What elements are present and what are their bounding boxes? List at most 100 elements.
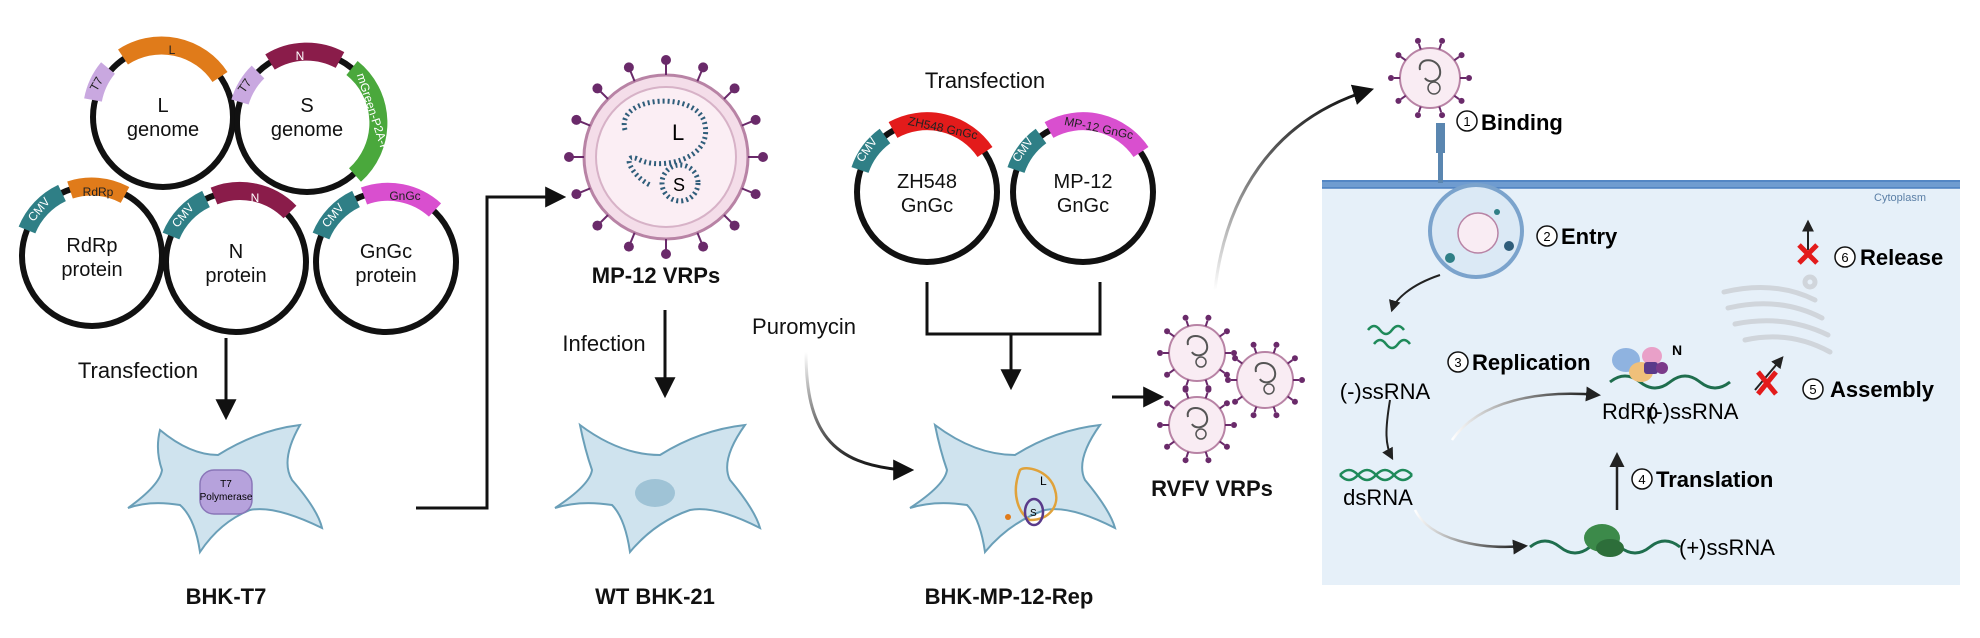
endosome — [1428, 183, 1524, 279]
plasmid-line2: genome — [127, 119, 199, 141]
t7-polymerase-label-2: Polymerase — [200, 492, 253, 503]
glycoprotein-spike-head — [1232, 355, 1239, 362]
glycoprotein-spike-stem — [1417, 106, 1422, 113]
glycoprotein-spike-head — [1250, 412, 1257, 419]
glycoprotein-spike-head — [758, 152, 768, 162]
glycoprotein-spike-head — [1439, 112, 1446, 119]
plasmid-s-genome: T7 N mGreen-P2A-Puro S genome — [231, 42, 398, 195]
glycoprotein-spike-head — [1182, 386, 1189, 393]
glycoprotein-spike-head — [1395, 52, 1402, 59]
cell-name-bhk-mp12-rep: BHK-MP-12-Rep — [925, 584, 1094, 609]
neg-ssrna-strands — [1367, 324, 1411, 350]
glycoprotein-spike-stem — [696, 69, 703, 82]
glycoprotein-spike-head — [1458, 52, 1465, 59]
glycoprotein-spike-head — [1164, 328, 1171, 335]
step-label: Release — [1860, 245, 1943, 270]
transfection-label-top: Transfection — [925, 68, 1045, 93]
infection-label: Infection — [562, 331, 645, 356]
plasmid-line1: ZH548 — [897, 171, 957, 193]
glycoprotein-spike-head — [1250, 341, 1257, 348]
cell-name-bhk-t7: BHK-T7 — [186, 584, 267, 609]
replication-complex — [1609, 347, 1731, 390]
glycoprotein-spike-head — [1205, 386, 1212, 393]
rvfv-vrps-label: RVFV VRPs — [1151, 476, 1273, 501]
plasmid-line2: protein — [205, 265, 266, 287]
glycoprotein-spike-stem — [1253, 347, 1258, 354]
step-number: 2 — [1543, 229, 1550, 244]
step-label: Replication — [1472, 350, 1591, 375]
glycoprotein-spike-head — [750, 114, 761, 125]
glycoprotein-spike-head — [1205, 457, 1212, 464]
glycoprotein-spike-head — [1232, 398, 1239, 405]
glycoprotein-spike-stem — [1272, 406, 1277, 413]
glycoprotein-spike-stem — [1236, 359, 1243, 365]
t7-polymerase-label-1: T7 — [220, 479, 232, 490]
dsrna-helix — [1339, 468, 1413, 482]
glycoprotein-spike-stem — [1253, 406, 1258, 413]
glycoprotein-spike-head — [1157, 422, 1163, 428]
glycoprotein-spike-stem — [1453, 94, 1460, 100]
glycoprotein-spike-stem — [1204, 451, 1209, 458]
glycoprotein-spike-head — [698, 241, 709, 252]
plasmid-line2: genome — [271, 119, 343, 141]
glycoprotein-spike-head — [1231, 350, 1237, 356]
n-gene-tag: N — [296, 49, 305, 63]
glycoprotein-spike-head — [1395, 97, 1402, 104]
arrow-to-binding — [1213, 84, 1375, 291]
glycoprotein-spike-head — [571, 114, 582, 125]
glycoprotein-spike-stem — [1204, 379, 1209, 386]
virion-s-label: S — [673, 175, 685, 195]
gngc-gene-tag: GnGc — [389, 189, 420, 203]
arrow-dsrna-to-positive — [1413, 509, 1528, 555]
step-label: Entry — [1561, 224, 1618, 249]
glycoprotein-spike-head — [1223, 328, 1230, 335]
n-gene-tag: N — [251, 191, 260, 205]
plasmid-line1: GnGc — [360, 241, 412, 263]
glycoprotein-spike-head — [623, 241, 634, 252]
glycoprotein-spike-stem — [1287, 395, 1294, 401]
rvfv-virion — [1236, 351, 1294, 409]
glycoprotein-spike-stem — [578, 187, 591, 194]
rep-s-label: S — [1030, 508, 1037, 519]
glycoprotein-spike-head — [564, 152, 574, 162]
glycoprotein-spike-head — [623, 62, 634, 73]
glycoprotein-spike-stem — [1168, 368, 1175, 374]
plasmid-line2: GnGc — [1057, 195, 1109, 217]
glycoprotein-spike-stem — [1236, 395, 1243, 401]
receptor — [1436, 123, 1445, 153]
step-number: 6 — [1841, 250, 1848, 265]
glycoprotein-spike-head — [1458, 97, 1465, 104]
arrow-dsrna-to-replication — [1450, 386, 1601, 441]
glycoprotein-spike-stem — [1185, 451, 1190, 458]
plasmid-n-protein: CMV N N protein — [162, 182, 309, 335]
plasmid-line1: L — [157, 95, 168, 117]
step-release: 6 Release — [1834, 245, 1943, 270]
step-translation: 4 Translation — [1631, 467, 1773, 492]
transfection-label-left: Transfection — [78, 358, 198, 383]
arrow-ssrna-to-dsrna — [1382, 399, 1394, 461]
glycoprotein-spike-stem — [1400, 56, 1407, 62]
glycoprotein-spike-stem — [1400, 94, 1407, 100]
plasmid-line2: GnGc — [901, 195, 953, 217]
step-binding: 1 Binding — [1456, 110, 1563, 135]
arrow-entry-to-ssrna — [1389, 274, 1441, 313]
glycoprotein-spike-head — [1164, 371, 1171, 378]
puromycin-label: Puromycin — [752, 314, 856, 339]
glycoprotein-spike-stem — [1168, 332, 1175, 338]
cytoplasm-label: Cytoplasm — [1874, 192, 1926, 204]
plasmid-line1: S — [300, 95, 313, 117]
plasmid-gngc-protein: CMV GnGc GnGc protein — [312, 182, 459, 335]
rdrp-label: RdRp — [1602, 399, 1658, 424]
step-replication: 3 Replication — [1447, 350, 1591, 375]
binding-virion — [1388, 37, 1472, 119]
glycoprotein-spike-stem — [1185, 392, 1190, 399]
glycoprotein-spike-head — [1291, 398, 1298, 405]
step-label: Binding — [1481, 110, 1563, 135]
golgi-icon — [1721, 274, 1833, 355]
step-number: 1 — [1463, 114, 1470, 129]
glycoprotein-spike-head — [661, 55, 671, 65]
glycoprotein-spike-stem — [1168, 440, 1175, 446]
glycoprotein-spike-head — [1205, 314, 1212, 321]
plasmid-line2: protein — [355, 265, 416, 287]
